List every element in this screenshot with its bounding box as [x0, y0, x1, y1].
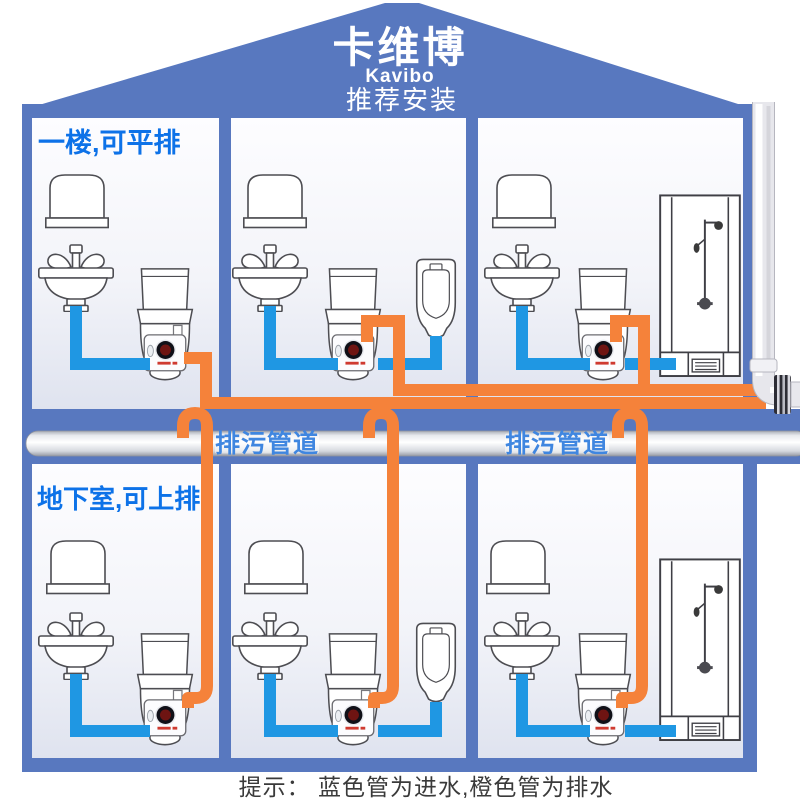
water-heater-figure	[45, 174, 109, 229]
brand-title: 卡维博	[332, 24, 467, 71]
water-heater-figure	[244, 540, 308, 595]
pipe-socket	[749, 358, 778, 373]
coupling-band	[777, 375, 780, 414]
urinal-figure	[415, 622, 457, 703]
drain-pipes-first-floor	[184, 315, 766, 409]
water-heater-figure	[46, 540, 110, 595]
sewage-pipe	[25, 430, 800, 457]
water-pipe	[378, 702, 442, 737]
drain-riser	[363, 407, 399, 708]
drain-pipe	[361, 315, 766, 396]
coupling-band	[782, 375, 785, 414]
brand-subtitle: Kavibo	[365, 66, 434, 87]
water-pipe	[264, 306, 338, 370]
sewage-pipe-label-left: 排污管道	[215, 429, 319, 458]
drain-riser	[612, 407, 648, 708]
divider-top-2	[466, 118, 478, 409]
roof	[22, 3, 757, 110]
drain-pipes-basement	[177, 407, 648, 708]
divider-bottom-1	[219, 464, 231, 758]
coupling-band	[787, 375, 791, 414]
water-pipe	[516, 306, 590, 370]
basement-label: 地下室,可上排	[37, 484, 200, 514]
vertical-drain-pipe	[749, 102, 800, 414]
water-heater-figure	[486, 540, 550, 595]
sewage-main-pipe: 排污管道 排污管道	[25, 429, 800, 458]
water-pipe	[516, 674, 590, 737]
drain-riser	[177, 407, 213, 708]
house-top-band	[22, 104, 757, 118]
water-inlet-pipes	[70, 306, 676, 737]
pipe-label-backplate	[215, 433, 319, 454]
divider-top-1	[219, 118, 231, 409]
drain-pipe	[610, 315, 766, 396]
bottom-strip	[22, 758, 757, 772]
shower-cabin-figure	[659, 557, 741, 742]
divider-bottom-2	[466, 464, 478, 758]
first-floor-label: 一楼,可平排	[38, 128, 181, 158]
water-heater-figure	[492, 174, 556, 229]
water-heater-figure	[243, 174, 307, 229]
shower-cabin-figure	[659, 193, 741, 378]
tagline: 推荐安装	[346, 85, 458, 115]
water-pipe	[70, 306, 150, 370]
drain-pipe	[184, 352, 766, 409]
pipe-label-backplate	[505, 433, 609, 454]
water-pipe	[264, 674, 338, 737]
pipe-stub	[790, 381, 800, 408]
sewage-pipe-label-right: 排污管道	[505, 429, 609, 458]
urinal-figure	[415, 258, 457, 339]
water-pipe	[70, 674, 150, 737]
note-text: 提示： 蓝色管为进水,橙色管为排水	[239, 774, 614, 800]
